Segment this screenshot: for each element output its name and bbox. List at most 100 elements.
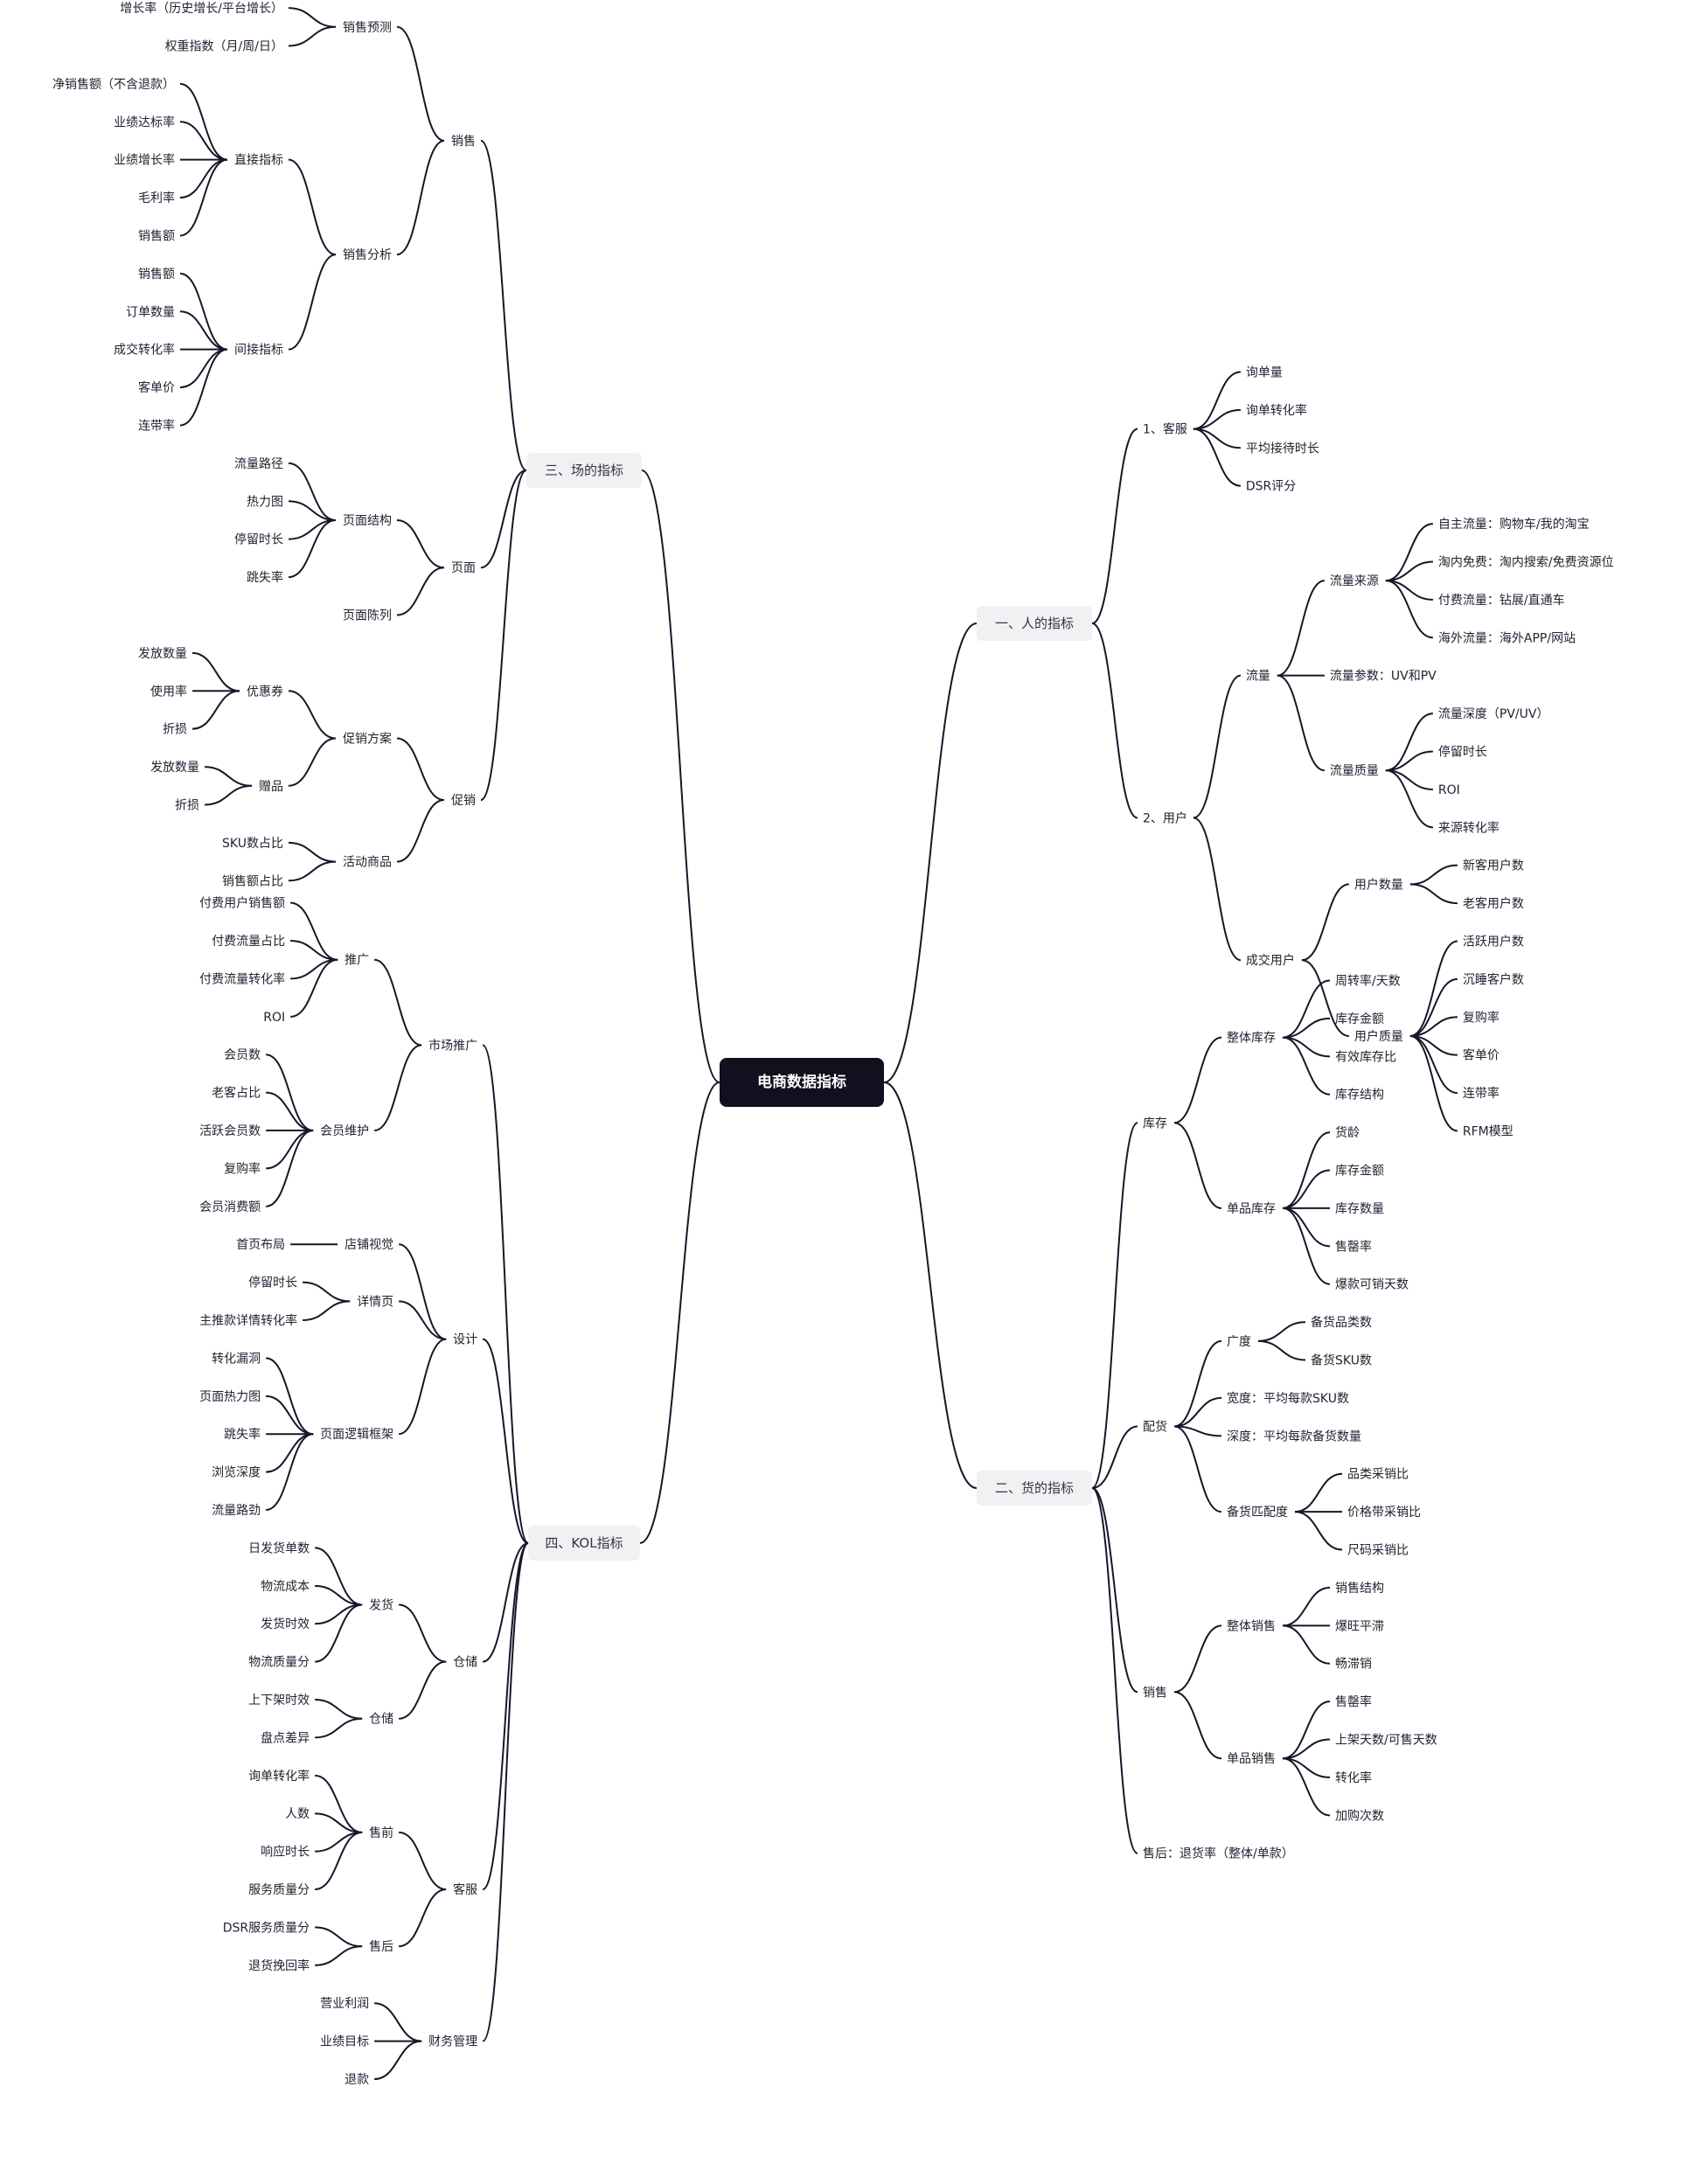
leaf-node[interactable]: 流量来源 xyxy=(1330,574,1379,588)
leaf-node[interactable]: 成交转化率 xyxy=(114,343,175,358)
leaf-node[interactable]: 新客用户数 xyxy=(1463,859,1524,873)
child-node[interactable]: 推广 xyxy=(344,954,369,968)
leaf-node[interactable]: 流量质量 xyxy=(1330,764,1379,778)
leaf-node[interactable]: 加购次数 xyxy=(1335,1809,1384,1823)
leaf-node[interactable]: 人数 xyxy=(285,1807,310,1821)
leaf-node[interactable]: 流量路劲 xyxy=(212,1504,261,1518)
branch-box[interactable] xyxy=(977,1471,1092,1506)
leaf-node[interactable]: 付费流量转化率 xyxy=(199,971,285,986)
leaf-node[interactable]: 流量深度（PV/UV） xyxy=(1438,707,1549,721)
child-node[interactable]: DSR评分 xyxy=(1246,480,1296,494)
leaf-node[interactable]: 销售额 xyxy=(138,268,175,282)
leaf-node[interactable]: 有效库存比 xyxy=(1335,1050,1396,1064)
child-node[interactable]: 市场推广 xyxy=(428,1038,477,1053)
child-node[interactable]: 销售 xyxy=(451,135,476,149)
child-node[interactable]: 平均接待时长 xyxy=(1246,441,1319,456)
leaf-node[interactable]: 付费流量：钻展/直通车 xyxy=(1438,593,1565,608)
child-node[interactable]: 深度：平均每款备货数量 xyxy=(1227,1429,1361,1443)
leaf-node[interactable]: 停留时长 xyxy=(1438,744,1487,759)
leaf-node[interactable]: 业绩增长率 xyxy=(114,153,175,168)
child-node[interactable]: 促销 xyxy=(451,794,476,808)
leaf-node[interactable]: 复购率 xyxy=(1463,1010,1500,1025)
leaf-node[interactable]: 上下架时效 xyxy=(248,1694,310,1708)
leaf-node[interactable]: 发放数量 xyxy=(150,761,199,775)
leaf-node[interactable]: 周转率/天数 xyxy=(1335,974,1401,989)
leaf-node[interactable]: 业绩达标率 xyxy=(114,115,175,129)
leaf-node[interactable]: 活跃会员数 xyxy=(199,1124,261,1138)
leaf-node[interactable]: 爆旺平滞 xyxy=(1335,1619,1384,1633)
child-node[interactable]: 2、用户 xyxy=(1143,810,1187,825)
child-node[interactable]: 售后 xyxy=(369,1940,393,1954)
leaf-node[interactable]: 物流质量分 xyxy=(248,1656,310,1670)
leaf-node[interactable]: 跳失率 xyxy=(247,570,283,585)
leaf-node[interactable]: 尺码采销比 xyxy=(1347,1544,1409,1558)
leaf-node[interactable]: 销售额 xyxy=(138,229,175,243)
leaf-node[interactable]: 沉睡客户数 xyxy=(1463,972,1524,987)
leaf-node[interactable]: 流量路径 xyxy=(234,457,283,471)
child-node[interactable]: 整体销售 xyxy=(1227,1619,1276,1633)
leaf-node[interactable]: 优惠券 xyxy=(247,685,283,699)
leaf-node[interactable]: 货龄 xyxy=(1335,1125,1360,1140)
leaf-node[interactable]: 会员消费额 xyxy=(199,1200,261,1214)
leaf-node[interactable]: 跳失率 xyxy=(224,1427,261,1442)
leaf-node[interactable]: 连带率 xyxy=(1463,1086,1500,1101)
leaf-node[interactable]: 爆款可销天数 xyxy=(1335,1278,1409,1292)
leaf-node[interactable]: 会员数 xyxy=(224,1048,261,1062)
leaf-node[interactable]: 转化漏洞 xyxy=(212,1352,261,1366)
leaf-node[interactable]: 物流成本 xyxy=(261,1580,310,1594)
child-node[interactable]: 退款 xyxy=(344,2073,369,2087)
child-node[interactable]: 营业利润 xyxy=(320,1997,369,2011)
leaf-node[interactable]: 海外流量：海外APP/网站 xyxy=(1438,631,1576,645)
leaf-node[interactable]: 库存结构 xyxy=(1335,1089,1384,1102)
child-node[interactable]: 详情页 xyxy=(357,1295,393,1309)
child-node[interactable]: 整体库存 xyxy=(1227,1032,1276,1046)
child-node[interactable]: 单品库存 xyxy=(1227,1202,1276,1216)
leaf-node[interactable]: 客单价 xyxy=(1463,1048,1500,1063)
branch-box[interactable] xyxy=(528,1526,640,1561)
leaf-node[interactable]: 日发货单数 xyxy=(248,1541,310,1555)
branch-node[interactable]: 三、场的指标 xyxy=(545,463,623,478)
leaf-node[interactable]: ROI xyxy=(263,1011,285,1025)
leaf-node[interactable]: 畅滞销 xyxy=(1335,1658,1372,1672)
leaf-node[interactable]: 老客用户数 xyxy=(1463,896,1524,911)
leaf-node[interactable]: 服务质量分 xyxy=(248,1883,310,1897)
child-node[interactable]: 售前 xyxy=(369,1826,393,1840)
child-node[interactable]: 销售分析 xyxy=(343,248,392,262)
child-node[interactable]: 宽度：平均每款SKU数 xyxy=(1227,1391,1349,1406)
leaf-node[interactable]: 库存数量 xyxy=(1335,1202,1384,1216)
leaf-node[interactable]: 权重指数（月/周/日） xyxy=(165,39,283,53)
leaf-node[interactable]: 使用率 xyxy=(150,684,187,699)
leaf-node[interactable]: 来源转化率 xyxy=(1438,820,1500,835)
child-node[interactable]: 业绩目标 xyxy=(320,2035,369,2049)
leaf-node[interactable]: 折损 xyxy=(163,723,187,737)
branch-box[interactable] xyxy=(526,453,642,488)
leaf-node[interactable]: 售罄率 xyxy=(1335,1694,1372,1709)
leaf-node[interactable]: 停留时长 xyxy=(248,1276,297,1290)
leaf-node[interactable]: 付费流量占比 xyxy=(212,935,285,949)
root-node-box[interactable] xyxy=(720,1058,884,1107)
leaf-node[interactable]: 发放数量 xyxy=(138,647,187,661)
leaf-node[interactable]: RFM模型 xyxy=(1463,1124,1514,1138)
leaf-node[interactable]: ROI xyxy=(1438,783,1460,797)
leaf-node[interactable]: 库存金额 xyxy=(1335,1012,1384,1026)
leaf-node[interactable]: 备货SKU数 xyxy=(1311,1353,1372,1368)
child-node[interactable]: 仓储 xyxy=(369,1713,393,1727)
child-node[interactable]: 页面陈列 xyxy=(343,608,392,623)
leaf-node[interactable]: 销售额占比 xyxy=(222,874,283,888)
leaf-node[interactable]: 订单数量 xyxy=(126,305,175,319)
leaf-node[interactable]: 付费用户销售额 xyxy=(199,896,285,911)
child-node[interactable]: 单品销售 xyxy=(1227,1752,1276,1766)
leaf-node[interactable]: 退货挽回率 xyxy=(248,1958,310,1973)
child-node[interactable]: 页面逻辑框架 xyxy=(320,1428,393,1442)
leaf-node[interactable]: 响应时长 xyxy=(261,1845,310,1860)
child-node[interactable]: 配货 xyxy=(1143,1419,1167,1434)
leaf-node[interactable]: 停留时长 xyxy=(234,532,283,547)
child-node[interactable]: 1、客服 xyxy=(1143,422,1187,437)
leaf-node[interactable]: SKU数占比 xyxy=(222,837,283,851)
leaf-node[interactable]: 上架天数/可售天数 xyxy=(1335,1734,1437,1748)
child-node[interactable]: 页面结构 xyxy=(343,514,392,528)
leaf-node[interactable]: 主推款详情转化率 xyxy=(199,1313,297,1328)
branch-box[interactable] xyxy=(977,606,1092,641)
leaf-node[interactable]: 盘点差异 xyxy=(261,1730,310,1745)
leaf-node[interactable]: 用户质量 xyxy=(1354,1029,1403,1044)
